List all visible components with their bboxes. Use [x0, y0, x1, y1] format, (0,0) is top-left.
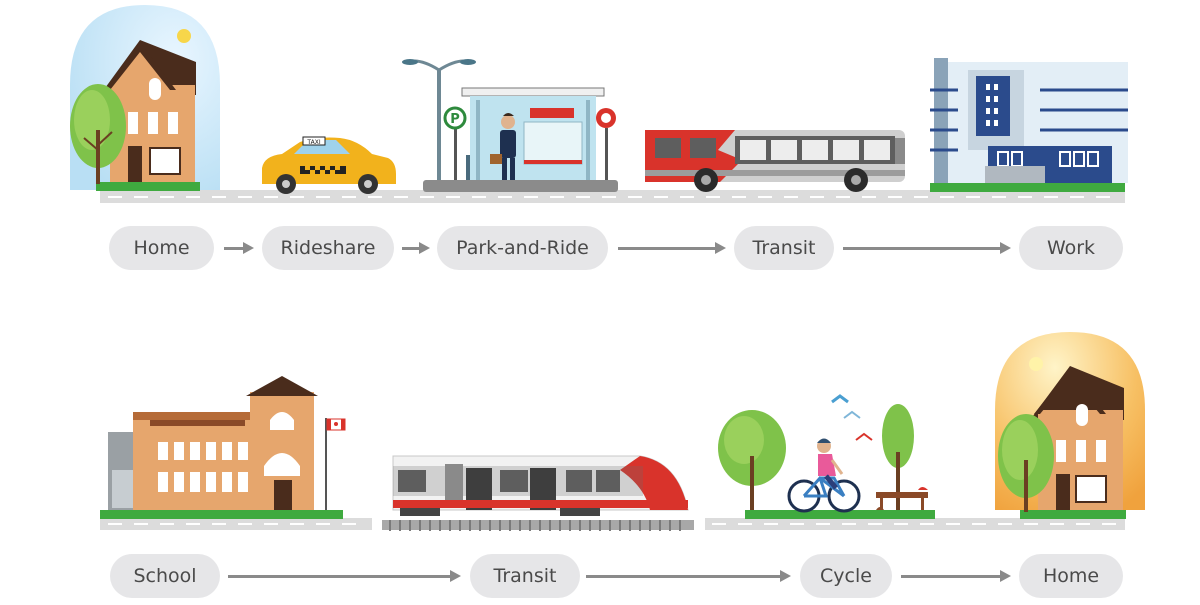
stop-transit: Transit: [734, 226, 834, 270]
stop-home-return: Home: [1019, 554, 1123, 598]
arrow-right-icon: [224, 242, 254, 254]
house-scene-evening: [995, 332, 1145, 519]
stop-park-and-ride: Park-and-Ride: [437, 226, 608, 270]
stop-cycle: Cycle: [800, 554, 892, 598]
taxi-sign-text: TAXI: [306, 139, 320, 146]
stop-work: Work: [1019, 226, 1123, 270]
road-bottom: [100, 518, 1125, 530]
stop-transit-2: Transit: [470, 554, 580, 598]
arrow-right-icon: [228, 570, 461, 582]
house-scene-morning: [70, 5, 220, 191]
light-rail-train: [382, 455, 694, 531]
parking-sign-text: P: [450, 112, 460, 127]
office-building: [930, 58, 1128, 192]
road-top: [100, 190, 1125, 203]
transit-bus: [645, 130, 905, 192]
stop-school: School: [110, 554, 220, 598]
taxi-car: TAXI: [262, 136, 396, 194]
sun-icon: [177, 29, 191, 43]
arrow-right-icon: [843, 242, 1011, 254]
arrow-right-icon: [402, 242, 430, 254]
sun-icon: [1029, 357, 1043, 371]
park-and-ride-station: P: [402, 59, 618, 192]
arrow-right-icon: [901, 570, 1011, 582]
cyclist-park-scene: [718, 394, 935, 519]
arrow-right-icon: [618, 242, 726, 254]
parking-sign-icon: [443, 106, 467, 130]
arrow-right-icon: [586, 570, 791, 582]
school-building: [100, 376, 346, 519]
stop-rideshare: Rideshare: [262, 226, 394, 270]
stop-home: Home: [109, 226, 214, 270]
